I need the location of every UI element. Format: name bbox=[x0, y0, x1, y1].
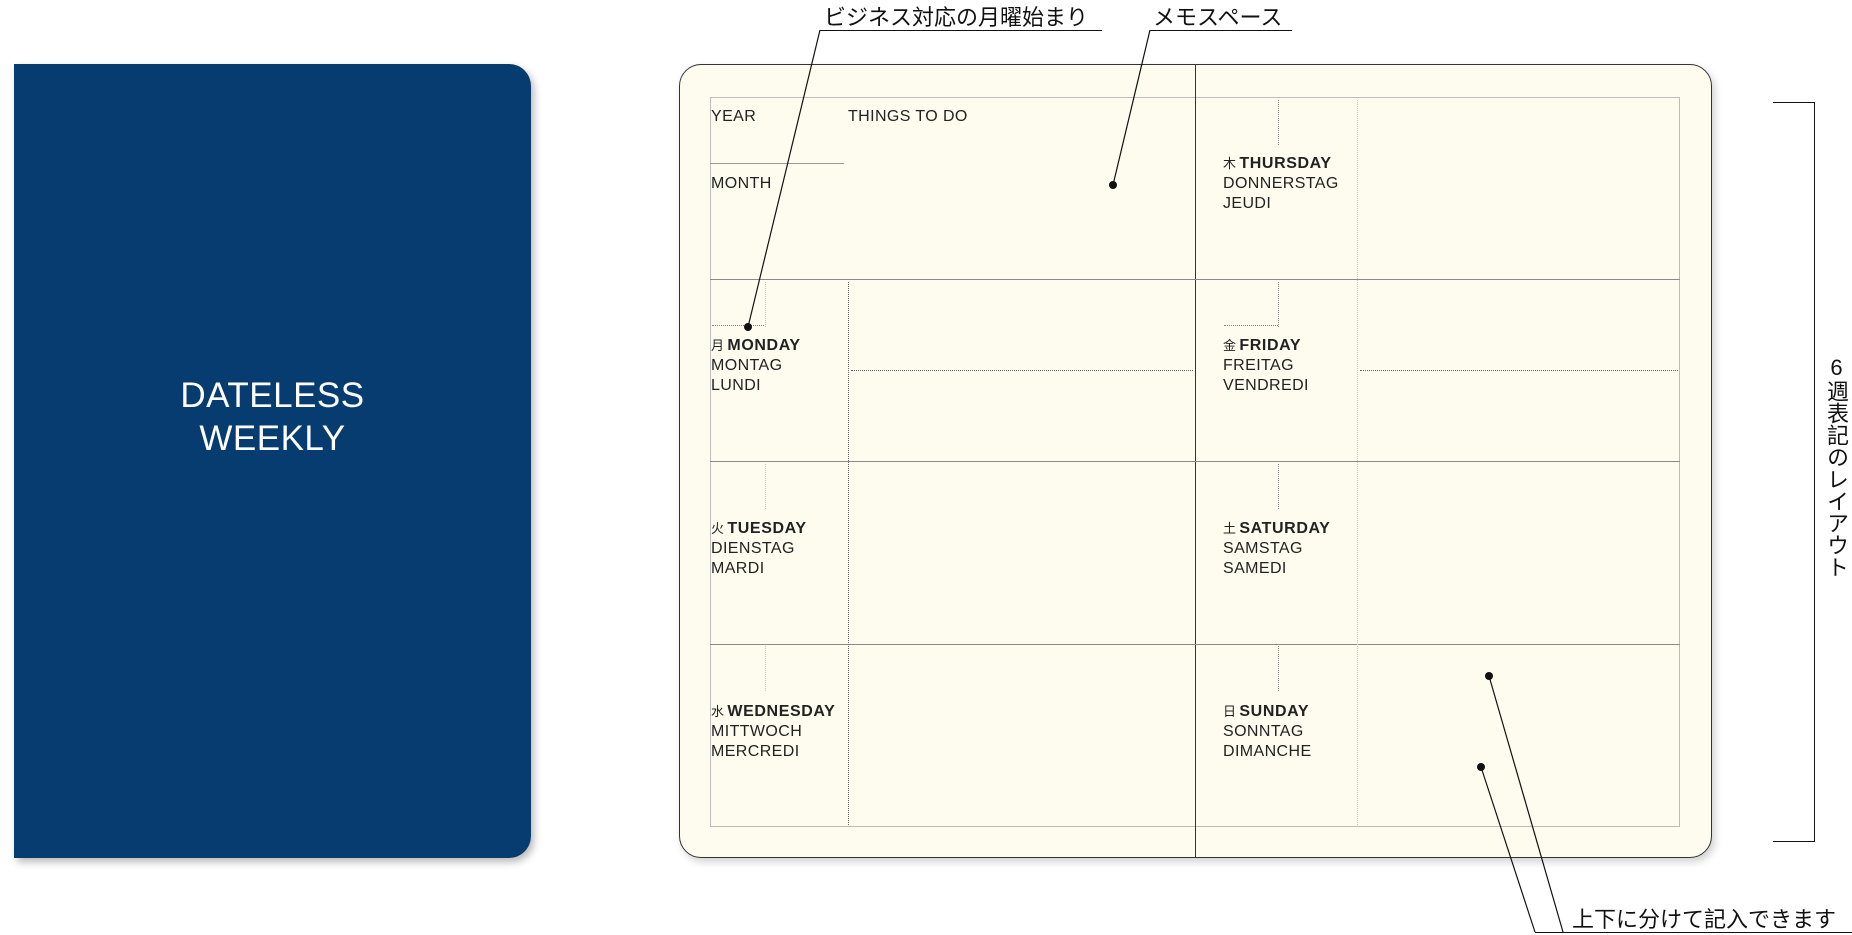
date-box-guide bbox=[1224, 325, 1278, 326]
split-line-friday bbox=[1360, 370, 1678, 371]
split-line-monday bbox=[851, 370, 1193, 371]
row-divider bbox=[710, 279, 1680, 280]
date-box-guide bbox=[712, 325, 764, 326]
day-french: JEUDI bbox=[1223, 195, 1272, 212]
day-french: MARDI bbox=[711, 560, 765, 577]
annotation-six-week-layout: 6週表記のレイアウト bbox=[1824, 355, 1849, 578]
day-kanji: 土 bbox=[1223, 521, 1237, 536]
day-english: THURSDAY bbox=[1239, 155, 1332, 172]
day-english: MONDAY bbox=[727, 337, 801, 354]
day-german: DONNERSTAG bbox=[1223, 175, 1339, 192]
day-kanji: 日 bbox=[1223, 704, 1237, 719]
annotation-underline bbox=[1150, 30, 1292, 31]
date-box-guide bbox=[765, 646, 766, 691]
year-label: YEAR bbox=[711, 108, 757, 125]
right-page-guide bbox=[1357, 100, 1358, 825]
day-french: MERCREDI bbox=[711, 743, 800, 760]
day-french: DIMANCHE bbox=[1223, 743, 1312, 760]
day-german: DIENSTAG bbox=[711, 540, 795, 557]
leader-dot-split-lower bbox=[1477, 763, 1485, 771]
leader-dot-monday bbox=[744, 323, 752, 331]
leader-dot-split-upper bbox=[1485, 672, 1493, 680]
day-english: SATURDAY bbox=[1239, 520, 1331, 537]
day-german: MONTAG bbox=[711, 357, 783, 374]
day-english: WEDNESDAY bbox=[727, 703, 836, 720]
day-column-divider bbox=[848, 282, 849, 825]
day-french: LUNDI bbox=[711, 377, 762, 394]
cover-title-line2: WEEKLY bbox=[199, 419, 346, 458]
day-french: VENDREDI bbox=[1223, 377, 1309, 394]
day-german: SONNTAG bbox=[1223, 723, 1304, 740]
notebook-cover: DATELESS WEEKLY bbox=[14, 64, 531, 858]
date-box-guide bbox=[1278, 464, 1279, 509]
day-german: SAMSTAG bbox=[1223, 540, 1303, 557]
six-week-bracket bbox=[1773, 102, 1815, 842]
things-to-do-label: THINGS TO DO bbox=[848, 108, 968, 125]
day-french: SAMEDI bbox=[1223, 560, 1287, 577]
day-kanji: 月 bbox=[711, 338, 725, 353]
annotation-monday-start: ビジネス対応の月曜始まり bbox=[824, 5, 1089, 30]
row-divider bbox=[710, 644, 1680, 645]
day-english: FRIDAY bbox=[1239, 337, 1302, 354]
date-box-guide bbox=[1278, 100, 1279, 145]
day-kanji: 火 bbox=[711, 521, 725, 536]
month-underline bbox=[710, 163, 844, 164]
annotation-split-entry: 上下に分けて記入できます bbox=[1572, 907, 1837, 932]
day-english: TUESDAY bbox=[727, 520, 807, 537]
date-box-guide bbox=[1278, 646, 1279, 691]
date-box-guide bbox=[765, 464, 766, 509]
month-label: MONTH bbox=[711, 175, 772, 192]
row-divider bbox=[710, 461, 1680, 462]
day-kanji: 木 bbox=[1223, 156, 1237, 171]
annotation-memo-space: メモスペース bbox=[1153, 5, 1283, 30]
day-english: SUNDAY bbox=[1239, 703, 1310, 720]
annotation-underline bbox=[1535, 932, 1852, 933]
day-german: FREITAG bbox=[1223, 357, 1294, 374]
cover-title-line1: DATELESS bbox=[180, 376, 365, 415]
day-german: MITTWOCH bbox=[711, 723, 803, 740]
date-box-guide bbox=[765, 282, 766, 327]
date-box-guide bbox=[1278, 282, 1279, 327]
annotation-underline bbox=[820, 30, 1102, 31]
day-kanji: 水 bbox=[711, 704, 725, 719]
leader-dot-memo bbox=[1109, 181, 1117, 189]
cover-title: DATELESS WEEKLY bbox=[14, 374, 531, 460]
day-kanji: 金 bbox=[1223, 338, 1237, 353]
